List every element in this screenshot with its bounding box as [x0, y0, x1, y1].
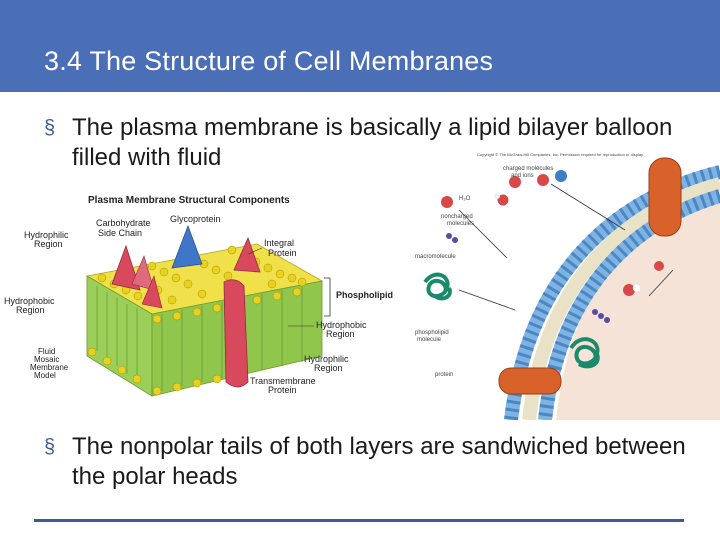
svg-text:Region: Region: [34, 239, 63, 249]
svg-text:and ions: and ions: [511, 173, 534, 179]
transmembrane-protein-shape: [223, 279, 249, 388]
glycoprotein-shape: [171, 224, 203, 269]
bullet-text-2: The nonpolar tails of both layers are sa…: [72, 433, 686, 490]
svg-text:molecules: molecules: [447, 221, 474, 227]
svg-text:Mosaic: Mosaic: [34, 355, 59, 364]
bullet-2: § The nonpolar tails of both layers are …: [44, 432, 694, 492]
bullet-marker: §: [44, 436, 56, 458]
label-noncharged: noncharged: [441, 214, 473, 220]
macromolecule-shape: [423, 272, 452, 301]
svg-text:Carbohydrate: Carbohydrate: [96, 218, 151, 228]
copyright-line: Copyright © The McGraw-Hill Companies, I…: [477, 152, 644, 157]
plasma-membrane-diagram: Plasma Membrane Structural Components Gl…: [4, 195, 393, 397]
label-transmembrane-protein: Transmembrane: [250, 376, 316, 386]
label-hydrophobic-right: Hydrophobic: [316, 320, 367, 330]
label-water: H₂O: [459, 196, 471, 202]
svg-text:Model: Model: [34, 371, 56, 380]
membrane-transport-diagram: Copyright © The McGraw-Hill Companies, I…: [411, 150, 720, 420]
bullet-text-1: The plasma membrane is basically a lipid…: [72, 114, 673, 171]
title-bar: 3.4 The Structure of Cell Membranes: [0, 0, 720, 92]
slide-title: 3.4 The Structure of Cell Membranes: [44, 46, 494, 76]
channel-protein-shape: [648, 157, 682, 237]
bullet-marker: §: [44, 117, 56, 139]
label-glycoprotein: Glycoprotein: [170, 214, 221, 224]
label-phospholipid-molecule: phospholipid: [415, 330, 449, 336]
label-phospholipid: Phospholipid: [336, 290, 393, 300]
label-fluid-mosaic: Fluid: [38, 347, 55, 356]
label-hydrophobic-left: Hydrophobic: [4, 296, 55, 306]
label-protein: protein: [435, 372, 453, 378]
label-charged-molecules: charged molecules: [503, 166, 553, 172]
label-hydrophilic-right: Hydrophilic: [304, 354, 349, 364]
bottom-divider: [34, 519, 684, 522]
svg-text:molecule: molecule: [417, 337, 442, 343]
svg-text:Protein: Protein: [268, 248, 297, 258]
diagram-title: Plasma Membrane Structural Components: [88, 195, 290, 206]
svg-text:Protein: Protein: [268, 385, 297, 395]
label-macromolecule: macromolecule: [415, 254, 456, 260]
bullet-1: § The plasma membrane is basically a lip…: [44, 113, 694, 173]
svg-text:Side Chain: Side Chain: [98, 228, 142, 238]
label-integral-protein: Integral: [264, 238, 294, 248]
svg-text:Membrane: Membrane: [30, 363, 69, 372]
svg-text:Region: Region: [16, 305, 45, 315]
svg-text:Region: Region: [314, 363, 343, 373]
svg-text:Region: Region: [326, 329, 355, 339]
label-hydrophilic: Hydrophilic: [24, 230, 69, 240]
